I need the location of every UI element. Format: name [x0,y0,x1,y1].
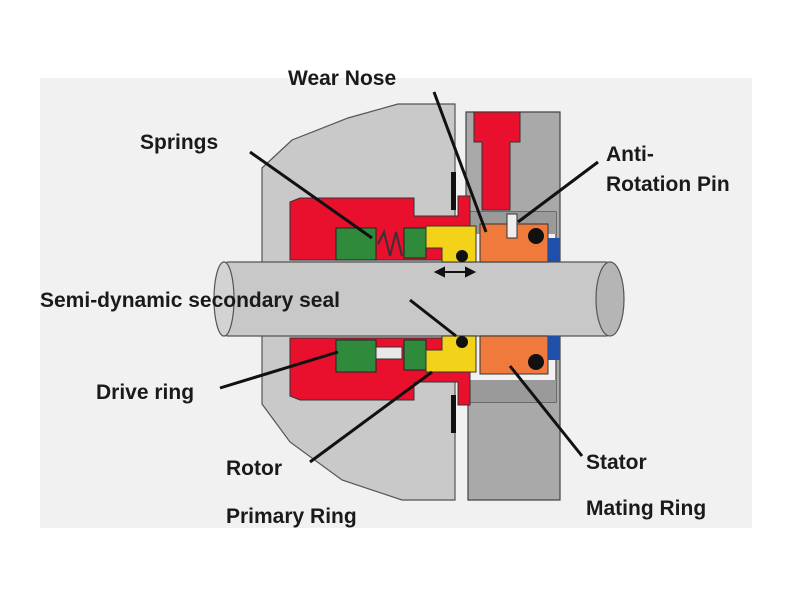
label-primary-ring: Primary Ring [226,505,357,528]
shaft-end [595,261,625,337]
label-anti-rotation-pin-line2: Rotation Pin [606,173,730,196]
leader-secondary-seal [409,298,457,338]
label-mating-ring: Mating Ring [586,497,707,520]
pin-port [473,111,521,211]
label-rotor: Rotor [226,457,282,480]
leader-wear-nose [432,91,488,233]
axial-motion-arrow [433,266,477,278]
label-stator: Stator [586,451,647,474]
spring-coil-upper [377,229,403,257]
o-ring-stator-upper [528,228,544,244]
label-anti-rotation-pin-line1: Anti- [606,143,654,166]
drive-collar-lower [403,339,427,371]
o-ring-secondary-lower [456,336,468,348]
leader-springs [249,150,373,240]
leader-stator [508,365,584,457]
blue-seal-lower [548,336,560,360]
leader-drive-ring [219,350,339,390]
drive-collar-upper [403,227,427,259]
label-drive-ring: Drive ring [96,381,195,404]
spring-retainer-upper [335,227,377,261]
gasket-top [451,172,456,210]
spring-retainer-lower [335,339,377,373]
leader-anti-rotation-pin [517,160,599,224]
o-ring-secondary-upper [456,250,468,262]
label-secondary-seal: Semi-dynamic secondary seal [40,289,340,312]
label-wear-nose: Wear Nose [288,67,397,90]
o-ring-stator-lower [528,354,544,370]
gasket-bottom [451,395,456,433]
drive-pin-lower [375,346,403,360]
leader-rotor [309,370,433,464]
anti-rotation-pin [506,213,518,239]
blue-seal-upper [548,238,560,262]
gland-inner-bottom [470,380,556,402]
label-springs: Springs [140,131,219,154]
shaft-left-end [213,261,235,337]
